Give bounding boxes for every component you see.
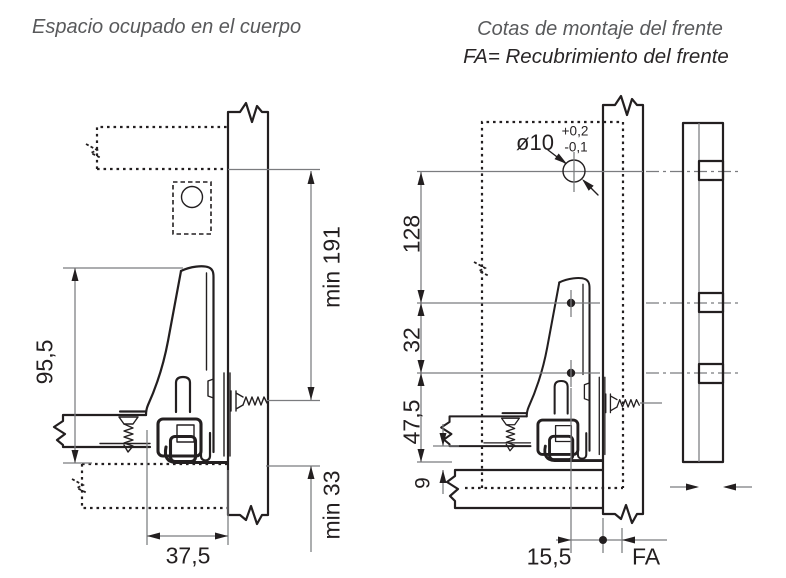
front-panel [601,94,645,525]
left-title: Espacio ocupado en el cuerpo [32,16,302,38]
dim-min-bottom-clearance-label: min 33 [318,470,345,540]
hole-center-lines [417,170,742,463]
right-title: Cotas de montaje del frente [477,18,723,40]
dim-min-inner-height-label: min 191 [318,226,345,308]
dim-occupied-depth [146,430,229,545]
rail-cross-section-phantom [172,181,212,235]
dim-min-inner-height [228,168,320,402]
right-diagram-front-mounting [417,94,752,553]
dim-occupied-depth-label: 37,5 [165,542,211,569]
cabinet-phantom [465,120,625,490]
break-mark [473,261,490,277]
hole-tolerance-minus-label: -0,1 [564,139,588,155]
drawer-side-phantom [85,125,228,171]
hole-tolerance-plus-label: +0,2 [561,123,589,139]
dim-min-bottom-clearance [266,465,320,552]
break-mark [71,478,88,494]
dim-hole-positions [417,172,425,462]
dim-bottom-offset [439,424,447,494]
front-bottom-phantom [71,462,228,510]
front-overlay-label: FA [631,543,661,570]
dim-lower-hole-height-label: 47,5 [398,399,425,445]
dim-bottom-offset-label: 9 [411,477,435,489]
dim-side-height [63,267,183,464]
cabinet-bottom-board [445,468,604,510]
left-diagram-space-in-cabinet [52,101,320,552]
dim-top-hole-distance-label: 128 [398,214,425,254]
hole-callout [547,149,599,196]
dim-drilling-and-overlay [556,388,667,553]
bracket-mounting-holes [566,290,576,387]
hole-diameter-label: ø10 [516,130,554,155]
front-edge-view [670,121,752,491]
dim-hole-spacing-label: 32 [398,327,425,353]
dim-drilling-distance-label: 15,5 [526,543,572,570]
clip [697,159,725,182]
clip [697,362,725,385]
clip [697,291,725,314]
dim-side-height-label: 95,5 [31,339,58,385]
right-subtitle: FA= Recubrimiento del frente [463,44,729,68]
break-mark [85,143,102,159]
front-panel [226,101,270,526]
